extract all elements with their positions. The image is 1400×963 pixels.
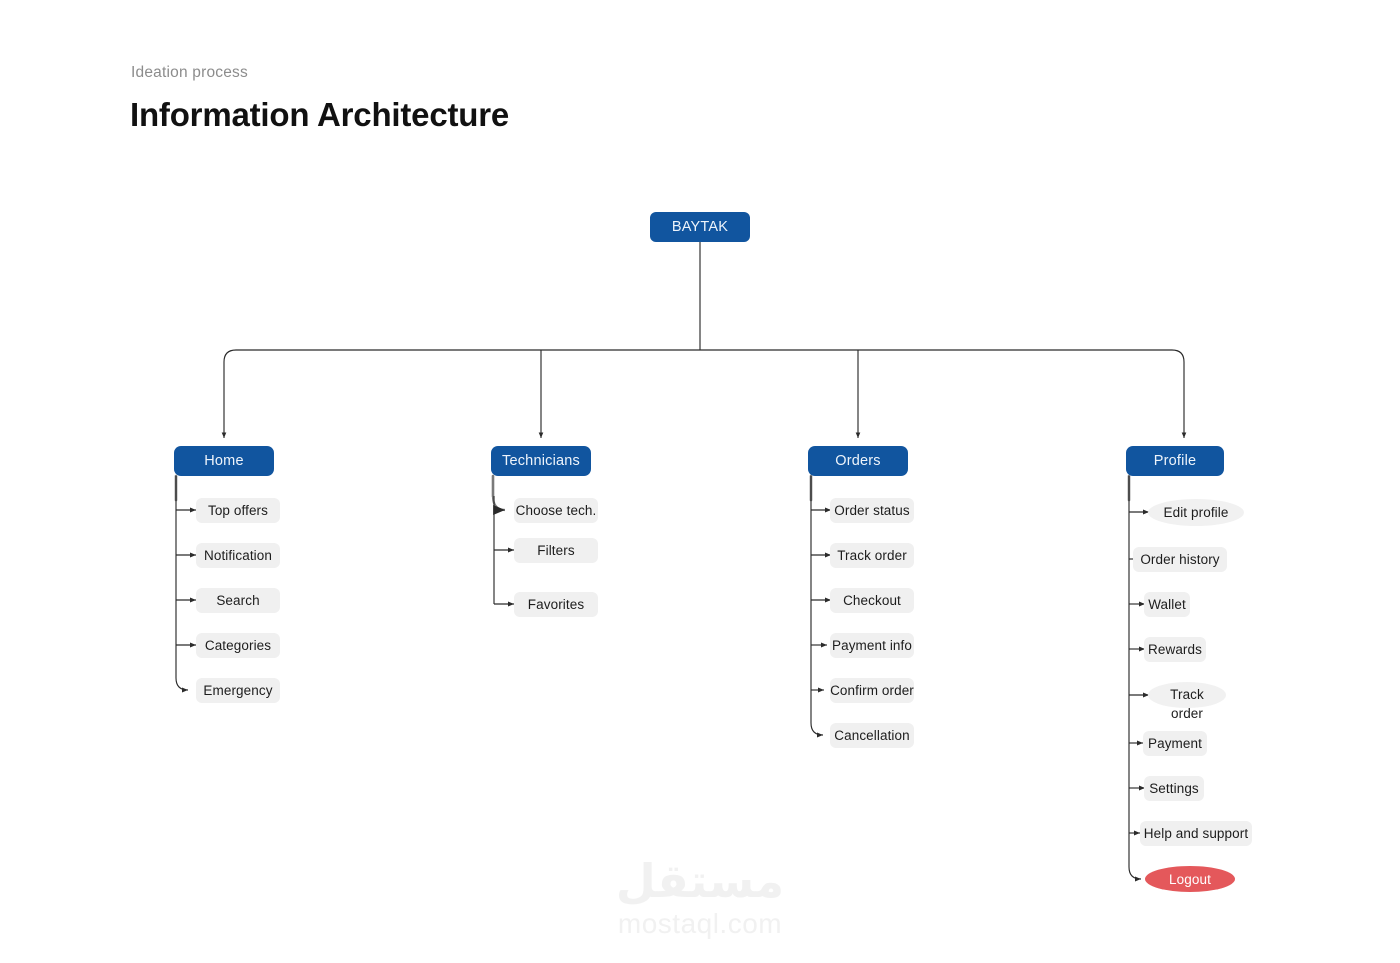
leaf-profile-rewards[interactable]: Rewards <box>1144 637 1206 662</box>
leaf-technicians-filters[interactable]: Filters <box>514 538 598 563</box>
node-home[interactable]: Home <box>174 446 274 476</box>
watermark-latin: mostaql.com <box>617 908 783 939</box>
pill-bg <box>1144 776 1204 801</box>
leaf-profile-help-and-support[interactable]: Help and support <box>1140 821 1252 846</box>
pill-bg <box>196 543 280 568</box>
pill-bg <box>830 543 914 568</box>
leaf-label: Wallet <box>1148 597 1186 612</box>
leaf-profile-logout[interactable]: Logout <box>1145 866 1235 892</box>
leaf-label: Checkout <box>843 593 901 608</box>
leaf-label: Track order <box>1170 687 1204 721</box>
node-profile[interactable]: Profile <box>1126 446 1224 476</box>
leaf-label: Payment info <box>832 638 912 653</box>
pill-bg <box>196 678 280 703</box>
leaf-orders-confirm-order[interactable]: Confirm order <box>830 678 914 703</box>
leaf-orders-checkout[interactable]: Checkout <box>830 588 914 613</box>
pill-bg <box>196 588 280 613</box>
leaf-profile-wallet[interactable]: Wallet <box>1144 592 1190 617</box>
pill-bg <box>1148 499 1244 526</box>
pill-bg <box>196 633 280 658</box>
leaf-label: Categories <box>204 638 272 653</box>
pill-bg <box>196 498 280 523</box>
leaf-label: Payment <box>1148 736 1202 751</box>
pill-bg <box>830 678 914 703</box>
leaf-label: Cancellation <box>834 728 910 743</box>
pill-bg <box>1144 592 1190 617</box>
leaf-home-categories[interactable]: Categories <box>196 633 280 658</box>
leaf-label: Help and support <box>1143 826 1249 841</box>
leaf-orders-cancellation[interactable]: Cancellation <box>830 723 914 748</box>
node-orders[interactable]: Orders <box>808 446 908 476</box>
leaf-home-search[interactable]: Search <box>196 588 280 613</box>
leaf-label: Order status <box>834 503 910 518</box>
leaf-home-top-offers[interactable]: Top offers <box>196 498 280 523</box>
eyebrow-label: Ideation process <box>131 64 248 81</box>
node-technicians[interactable]: Technicians <box>491 446 591 476</box>
pill-bg <box>1133 547 1227 572</box>
leaf-label: Choose tech. <box>515 503 597 518</box>
leaf-technicians-choose-tech[interactable]: Choose tech. <box>514 498 598 523</box>
leaf-label: Top offers <box>207 503 269 518</box>
leaf-technicians-favorites[interactable]: Favorites <box>514 592 598 617</box>
node-technicians-label: Technicians <box>502 453 580 469</box>
pill-bg <box>514 592 598 617</box>
leaf-label: Track order <box>837 548 907 563</box>
leaf-orders-order-status[interactable]: Order status <box>830 498 914 523</box>
leaf-profile-edit-profile[interactable]: Edit profile <box>1148 499 1244 526</box>
leaf-label: Confirm order <box>830 683 914 698</box>
leaf-label: Filters <box>537 543 575 558</box>
leaf-orders-track-order[interactable]: Track order <box>830 543 914 568</box>
pill-bg <box>1145 866 1235 892</box>
pill-bg <box>1148 682 1226 708</box>
node-profile-label: Profile <box>1153 453 1197 469</box>
node-root-label: BAYTAK <box>671 219 729 235</box>
leaf-profile-order-history[interactable]: Order history <box>1133 547 1227 572</box>
pill-bg <box>830 588 914 613</box>
node-home-label: Home <box>204 453 244 469</box>
pill-bg <box>830 498 914 523</box>
pill-bg <box>514 498 598 523</box>
pill-bg <box>1144 637 1206 662</box>
leaf-profile-track-order[interactable]: Track order <box>1148 682 1226 721</box>
leaf-profile-payment[interactable]: Payment <box>1143 731 1207 756</box>
leaf-label: Notification <box>204 548 272 563</box>
pill-bg <box>830 633 914 658</box>
leaf-orders-payment-info[interactable]: Payment info <box>830 633 914 658</box>
leaf-label: Search <box>216 593 260 608</box>
node-orders-label: Orders <box>835 453 881 469</box>
leaf-profile-settings[interactable]: Settings <box>1144 776 1204 801</box>
leaf-label: Order history <box>1140 552 1220 567</box>
leaf-label: Settings <box>1149 781 1199 796</box>
pill-bg <box>514 538 598 563</box>
node-root[interactable]: BAYTAK <box>650 212 750 242</box>
pill-bg <box>1143 731 1207 756</box>
leaf-label: Rewards <box>1148 642 1202 657</box>
pill-bg <box>830 723 914 748</box>
leaf-label: Edit profile <box>1163 505 1229 520</box>
leaf-label: Logout <box>1169 871 1211 887</box>
leaf-label: Emergency <box>203 683 273 698</box>
pill-bg <box>1140 821 1252 846</box>
page-title: Information Architecture <box>130 96 510 133</box>
leaf-home-emergency[interactable]: Emergency <box>196 678 280 703</box>
leaf-label: Favorites <box>527 597 585 612</box>
leaf-home-notification[interactable]: Notification <box>196 543 280 568</box>
